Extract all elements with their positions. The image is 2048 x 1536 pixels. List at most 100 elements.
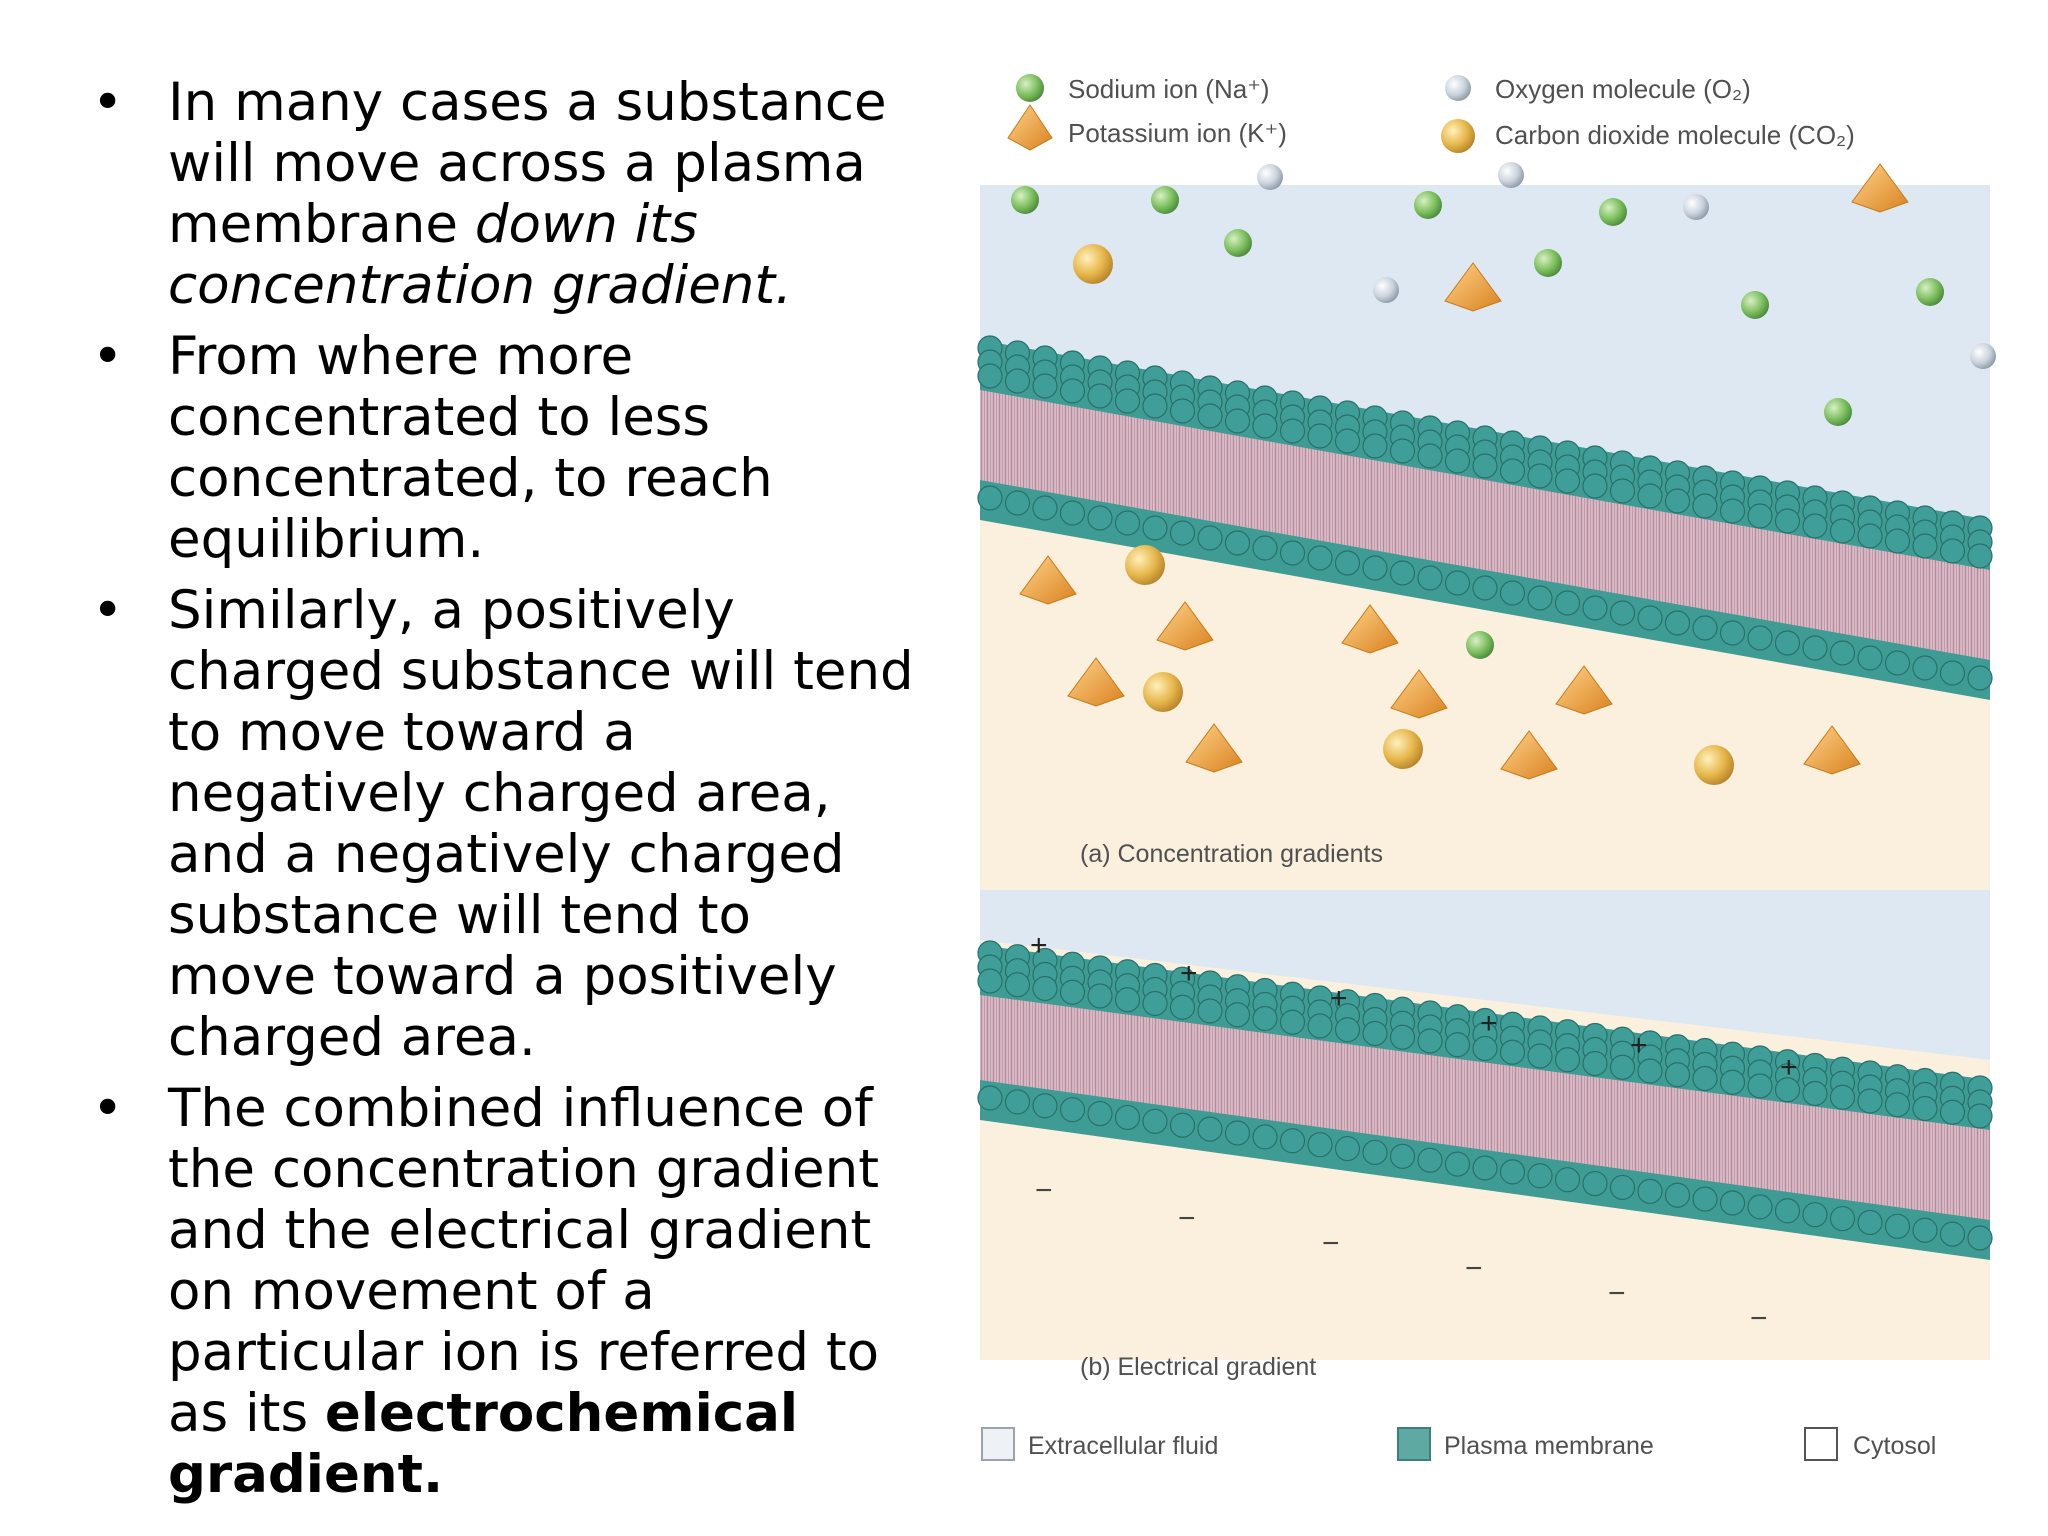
- legend-sodium-label: Sodium ion (Na⁺): [1068, 74, 1270, 104]
- membrane-head-bead: [1114, 388, 1141, 414]
- membrane-head-bead: [1719, 1069, 1746, 1095]
- panel-a-caption: (a) Concentration gradients: [1080, 840, 1383, 868]
- membrane-head-bead: [1829, 1205, 1856, 1232]
- membrane-head-bead: [1472, 1035, 1498, 1062]
- sodium-ion: [1741, 291, 1769, 319]
- membrane-head-bead: [1967, 665, 1993, 691]
- panel-a-head-beads: [977, 335, 1993, 691]
- membrane-head-bead: [1829, 640, 1856, 666]
- membrane-head-bead: [1554, 590, 1581, 616]
- membrane-head-bead: [1692, 1186, 1718, 1212]
- oxygen-molecule: [1498, 162, 1524, 188]
- membrane-head-bead: [1884, 650, 1911, 676]
- membrane-head-bead: [1059, 500, 1086, 526]
- membrane-head-bead: [1967, 543, 1993, 569]
- membrane-head-bead: [1884, 1092, 1911, 1118]
- plus-charge: +: [1030, 929, 1048, 962]
- bullet-text-run: The combined influence of the concentrat…: [168, 1078, 880, 1444]
- membrane-head-bead: [1912, 655, 1938, 681]
- bullet-marker: •: [92, 72, 124, 133]
- membrane-head-bead: [1609, 478, 1636, 504]
- minus-charge: −: [1608, 1277, 1626, 1310]
- potassium-ion: [1803, 725, 1861, 775]
- legend-potassium-label: Potassium ion (K⁺): [1068, 118, 1287, 148]
- membrane-head-bead: [1472, 1155, 1498, 1181]
- membrane-head-bead: [1637, 1058, 1663, 1084]
- membrane-head-bead: [1224, 1120, 1251, 1146]
- legend-extracellular-label: Extracellular fluid: [1028, 1432, 1218, 1460]
- membrane-head-bead: [1444, 1151, 1471, 1177]
- bullet-marker: •: [92, 326, 124, 387]
- bottom-legend: Extracellular fluid Plasma membrane Cyto…: [981, 1427, 1936, 1461]
- membrane-head-bead: [1747, 1194, 1773, 1220]
- membrane-head-bead: [1417, 1028, 1443, 1054]
- bullet-item: • The combined influence of the concentra…: [84, 1078, 914, 1505]
- bullet-text-column: • In many cases a substance will move acr…: [84, 72, 914, 1515]
- potassium-ion: [1019, 555, 1077, 605]
- legend-membrane-label: Plasma membrane: [1444, 1432, 1654, 1460]
- membrane-head-bead: [1554, 1047, 1581, 1073]
- sodium-ion: [1824, 398, 1852, 426]
- minus-charge: −: [1750, 1302, 1768, 1335]
- membrane-head-bead: [1637, 605, 1663, 631]
- membrane-head-bead: [1582, 473, 1608, 499]
- bullet-item: •Similarly, a positively charged substan…: [84, 580, 914, 1068]
- oxygen-molecule: [1683, 194, 1709, 220]
- membrane-head-bead: [1087, 383, 1113, 409]
- membrane-gradient-figure: Sodium ion (Na⁺) Potassium ion (K⁺) Oxyg…: [950, 50, 2010, 1470]
- membrane-head-bead: [1444, 448, 1471, 474]
- cytosol-swatch: [1804, 1427, 1838, 1461]
- membrane-head-bead: [977, 485, 1003, 511]
- bullet-text-run: In many cases a substance will move acro…: [168, 72, 887, 255]
- membrane-head-bead: [1802, 1202, 1828, 1228]
- membrane-head-bead: [1499, 1159, 1526, 1185]
- membrane-head-bead: [1114, 510, 1141, 536]
- membrane-head-bead: [1527, 1043, 1553, 1069]
- membrane-head-bead: [1609, 600, 1636, 626]
- membrane-head-bead: [1279, 1128, 1306, 1154]
- bullet-list: • In many cases a substance will move acr…: [84, 72, 914, 1505]
- membrane-head-bead: [1664, 488, 1691, 514]
- membrane-head-bead: [1664, 1062, 1691, 1088]
- membrane-head-bead: [1499, 458, 1526, 484]
- potassium-ion: [1390, 669, 1448, 719]
- membrane-head-bead: [1912, 1217, 1938, 1243]
- membrane-head-bead: [1279, 1009, 1306, 1035]
- membrane-head-bead: [977, 968, 1003, 994]
- membrane-head-bead: [1142, 990, 1168, 1017]
- co2-molecule: [1383, 729, 1423, 769]
- panel-a-extracellular: [980, 185, 1990, 530]
- potassium-ion: [1555, 665, 1613, 715]
- membrane-head-bead: [1499, 1039, 1526, 1065]
- plus-charge: +: [1330, 982, 1348, 1015]
- sodium-ion: [1224, 229, 1252, 257]
- membrane-head-bead: [1912, 533, 1938, 559]
- plus-charge: +: [1180, 957, 1198, 990]
- membrane-head-bead: [1637, 1178, 1663, 1204]
- membrane-head-bead: [1417, 1147, 1443, 1173]
- membrane-head-bead: [1389, 1143, 1416, 1169]
- membrane-head-bead: [1857, 1088, 1883, 1114]
- membrane-head-bead: [1114, 1104, 1141, 1131]
- membrane-head-bead: [1252, 1005, 1278, 1032]
- panel-a-molecules: [1011, 162, 1996, 785]
- membrane-head-bead: [1362, 555, 1388, 581]
- minus-charge: −: [1178, 1202, 1196, 1235]
- membrane-head-bead: [1802, 635, 1828, 661]
- minus-charge: −: [1322, 1227, 1340, 1260]
- sodium-ion: [1151, 186, 1179, 214]
- panel-b-electrical: ++++++−−−−−− (b) Electrical gradient: [977, 890, 1993, 1381]
- membrane-head-bead: [1582, 1170, 1608, 1197]
- potassium-legend-icon: [1007, 104, 1053, 151]
- membrane-head-bead: [1279, 540, 1306, 566]
- membrane-head-bead: [1802, 513, 1828, 539]
- membrane-head-bead: [1417, 565, 1443, 591]
- legend-co2-label: Carbon dioxide molecule (CO₂): [1495, 120, 1855, 150]
- sodium-ion: [1916, 278, 1944, 306]
- bullet-marker: •: [92, 1078, 124, 1139]
- oxygen-molecule: [1970, 343, 1996, 369]
- membrane-head-bead: [1829, 1084, 1856, 1110]
- minus-charge: −: [1465, 1252, 1483, 1285]
- membrane-swatch: [1397, 1427, 1431, 1461]
- membrane-head-bead: [1169, 1112, 1196, 1138]
